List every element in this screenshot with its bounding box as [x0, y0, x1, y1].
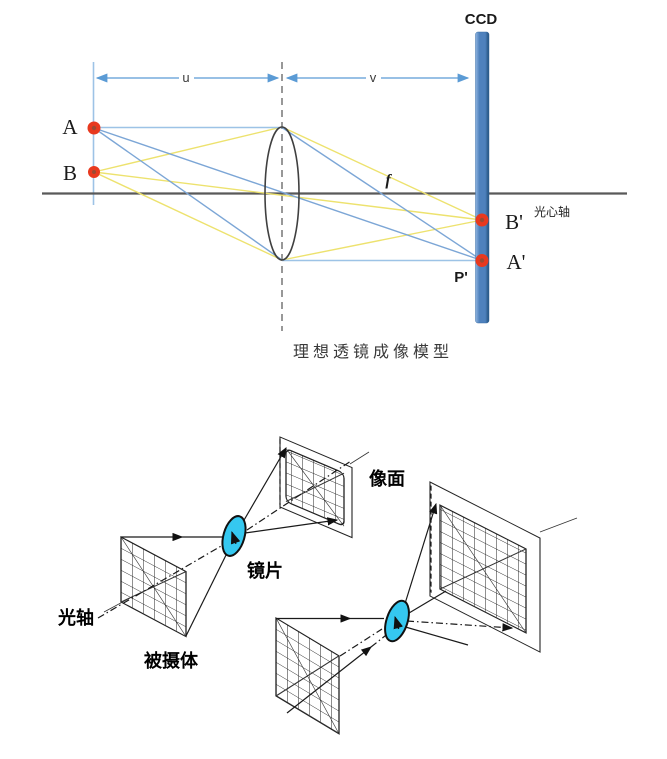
subject-label: 被摄体: [144, 650, 199, 671]
ray-lens2-to-plane-bottom: [401, 625, 469, 646]
lens-1: [221, 515, 247, 557]
point-b-dot: [88, 166, 100, 178]
ray-lens2-to-plane-left: [403, 590, 447, 617]
principal-point-label: P': [454, 269, 468, 286]
lens-2: [384, 599, 410, 643]
ray-a-through-center: [93, 127, 483, 262]
point-a-label: A: [62, 115, 78, 139]
ray-lens-top-to-a-image: [281, 126, 483, 262]
image-plane-1-tick: [349, 451, 370, 465]
point-a-image-label: A': [507, 250, 526, 274]
optical-axis-label-pointer: [103, 597, 131, 613]
ccd-sensor-bar: [475, 31, 490, 324]
subject-grid-1: [120, 536, 187, 638]
ray-lens-bottom-to-b-image: [281, 219, 483, 261]
ray-lens2-to-plane-top: [402, 502, 438, 611]
ray-subject1-corner-arrow: [185, 543, 232, 637]
image-plane-label: 像面: [369, 469, 405, 489]
thin-lens-ellipse: [264, 126, 300, 261]
point-a-dot: [87, 121, 101, 135]
v-label-backing: [366, 69, 381, 85]
ray-b-through-center: [93, 171, 483, 221]
u-label-backing: [179, 69, 194, 85]
ray-lens1-to-plane-bottom: [244, 517, 339, 534]
image-distance-label: v: [370, 70, 377, 85]
ray-lens-top-to-b-image: [281, 126, 483, 221]
subject2-corner-dash: [339, 628, 383, 657]
optical-axis-dashdot-2-out: [406, 620, 514, 632]
ray-lens1-to-plane-top: [239, 446, 287, 528]
object-distance-label: u: [182, 70, 189, 85]
ray-subject2-diagonal-arrow: [286, 646, 372, 714]
point-b-image-dot: [475, 213, 489, 227]
point-b-label: B: [63, 161, 77, 185]
ray-b-to-lens-bottom: [93, 171, 283, 261]
optical-axis-bottom-label: 光轴: [57, 607, 94, 628]
ray-a-to-lens-bottom: [93, 127, 283, 261]
point-b-image-label: B': [505, 210, 523, 234]
optical-axis-label: 光心轴: [534, 204, 570, 219]
optical-axis-dashdot-1: [97, 541, 229, 619]
optical-axis-dashdot-1-out: [246, 460, 352, 531]
subject-grid-2: [275, 616, 340, 735]
point-a-image-dot: [475, 254, 489, 267]
ray-b-to-lens-top: [93, 126, 283, 173]
focal-length-label: f: [385, 172, 392, 189]
image-plane-2-tick: [539, 517, 578, 533]
image-plane-2: [429, 481, 541, 653]
top-diagram-caption: 理想透镜成像模型: [293, 342, 453, 361]
image-plane-1: [279, 436, 353, 539]
lens-label: 镜片: [247, 560, 283, 581]
ccd-label: CCD: [465, 11, 498, 28]
